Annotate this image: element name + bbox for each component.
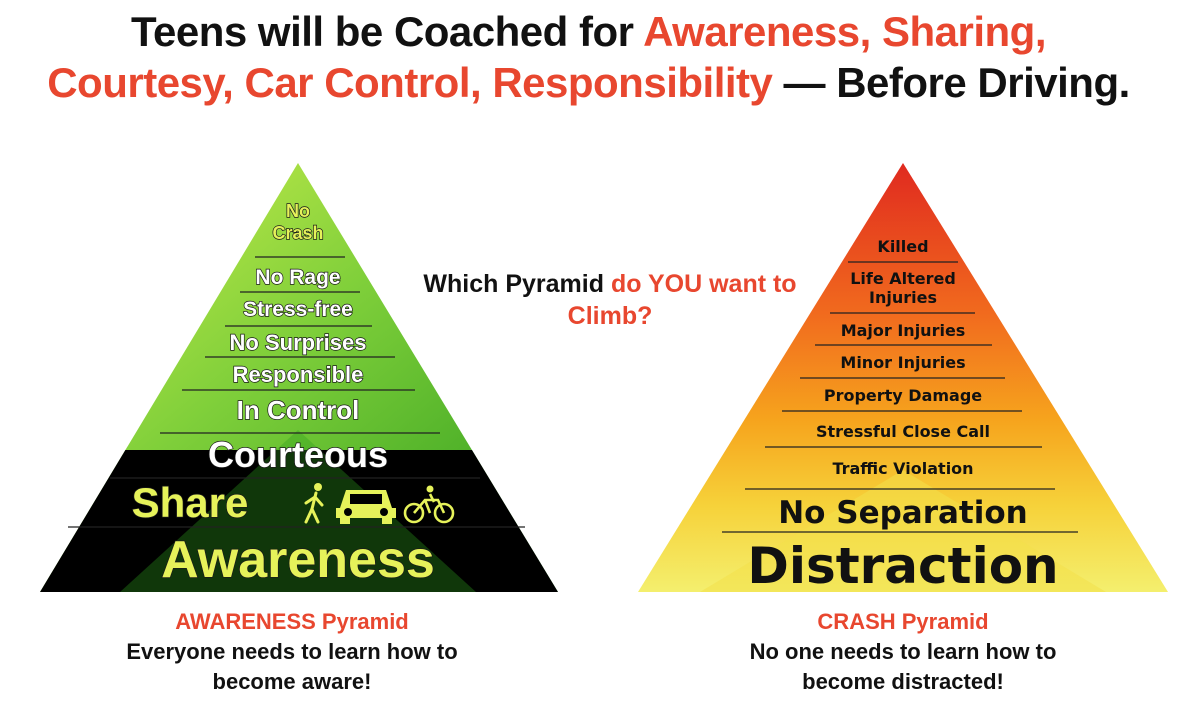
awareness-level-no-surprises: No Surprises bbox=[230, 330, 367, 355]
crash-level-traffic-violation: Traffic Violation bbox=[832, 459, 973, 478]
car-icon bbox=[336, 490, 396, 524]
awareness-dark-base bbox=[40, 450, 558, 592]
awareness-level-awareness: Awareness bbox=[161, 531, 435, 589]
awareness-caption: AWARENESS Pyramid Everyone needs to lear… bbox=[52, 607, 532, 697]
pedestrian-icon bbox=[304, 483, 324, 524]
awareness-level-in-control: In Control bbox=[237, 395, 360, 425]
question-black-part: Which Pyramid bbox=[423, 270, 611, 298]
awareness-level-stress-free: Stress-free bbox=[243, 298, 353, 321]
crash-level-killed: Killed bbox=[877, 237, 928, 256]
headline-black-part: — Before Driving. bbox=[772, 59, 1131, 106]
crash-caption-title: CRASH Pyramid bbox=[817, 609, 989, 634]
awareness-level-responsible: Responsible bbox=[233, 362, 364, 387]
headline-red-part: Awareness, Sharing, bbox=[643, 8, 1046, 55]
awareness-caption-sub: Everyone needs to learn how to become aw… bbox=[126, 639, 458, 694]
crash-caption: CRASH Pyramid No one needs to learn how … bbox=[663, 607, 1143, 697]
crash-level-distraction: Distraction bbox=[747, 537, 1058, 595]
headline-line-2: Courtesy, Car Control, Responsibility — … bbox=[0, 59, 1177, 107]
crash-caption-sub: No one needs to learn how to become dist… bbox=[749, 639, 1057, 694]
awareness-level-crash: Crash bbox=[272, 223, 323, 243]
crash-level-major-injuries: Major Injuries bbox=[841, 321, 966, 340]
awareness-level-share: Share bbox=[132, 479, 249, 526]
awareness-caption-title: AWARENESS Pyramid bbox=[175, 609, 409, 634]
headline-red-part: Courtesy, Car Control, Responsibility bbox=[47, 59, 773, 106]
awareness-level-no: No bbox=[286, 201, 310, 221]
crash-level-minor-injuries: Minor Injuries bbox=[840, 353, 965, 372]
awareness-pyramid: No Crash No Rage Stress-free No Surprise… bbox=[40, 163, 558, 592]
crash-level-life-altered: Life Altered bbox=[850, 269, 956, 288]
awareness-level-no-rage: No Rage bbox=[255, 266, 340, 289]
question-red-part: do YOU want to Climb? bbox=[567, 270, 797, 330]
headline-line-1: Teens will be Coached for Awareness, Sha… bbox=[0, 8, 1177, 56]
awareness-level-courteous: Courteous bbox=[208, 434, 388, 475]
crash-level-property-damage: Property Damage bbox=[824, 386, 982, 405]
crash-level-injuries: Injuries bbox=[869, 288, 937, 307]
headline-black-part: Teens will be Coached for bbox=[130, 8, 644, 55]
crash-level-stressful-close-call: Stressful Close Call bbox=[816, 422, 990, 441]
center-question: Which Pyramid do YOU want to Climb? bbox=[420, 268, 800, 332]
crash-level-no-separation: No Separation bbox=[778, 495, 1028, 531]
bicycle-icon bbox=[403, 485, 455, 524]
crash-pyramid: Killed Life Altered Injuries Major Injur… bbox=[638, 163, 1168, 595]
